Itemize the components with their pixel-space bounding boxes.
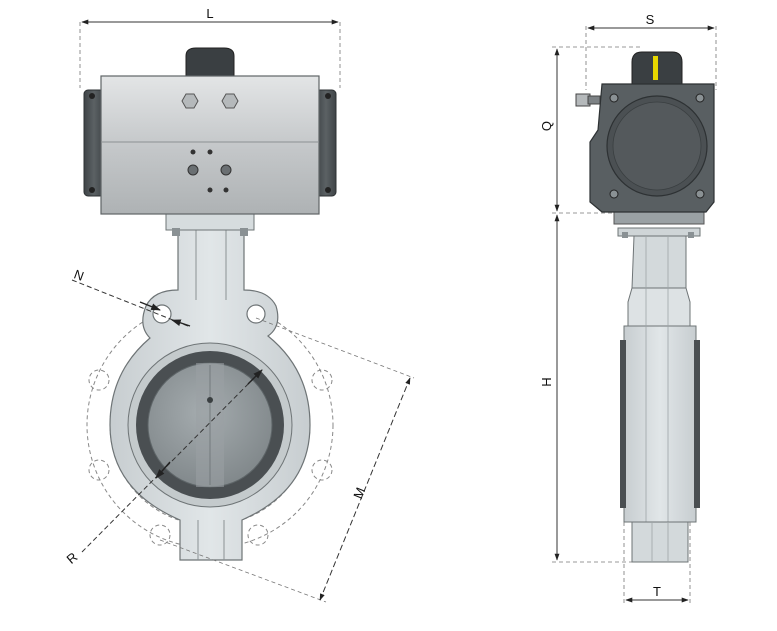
dimension-S: S (585, 12, 717, 90)
dimension-label-Q: Q (539, 121, 554, 131)
dimension-H: H (539, 214, 632, 563)
dimension-label-T: T (653, 584, 661, 599)
dimension-label-R: R (64, 549, 81, 567)
dimension-label-H: H (539, 377, 554, 386)
dimension-T: T (623, 522, 691, 604)
dimension-label-N: N (72, 266, 86, 283)
side-valve-body (617, 227, 701, 563)
dimension-Q: Q (539, 46, 640, 214)
front-view: L N R M (64, 6, 415, 603)
dimension-label-M: M (350, 485, 368, 501)
side-view: S Q H T (539, 12, 717, 604)
side-actuator (575, 51, 715, 225)
dimension-label-L: L (206, 6, 213, 21)
pneumatic-actuator (83, 47, 337, 215)
dimension-M: M (159, 317, 415, 603)
dimension-label-S: S (646, 12, 655, 27)
seat-and-disc (127, 342, 293, 508)
dimension-L: L (79, 6, 341, 88)
